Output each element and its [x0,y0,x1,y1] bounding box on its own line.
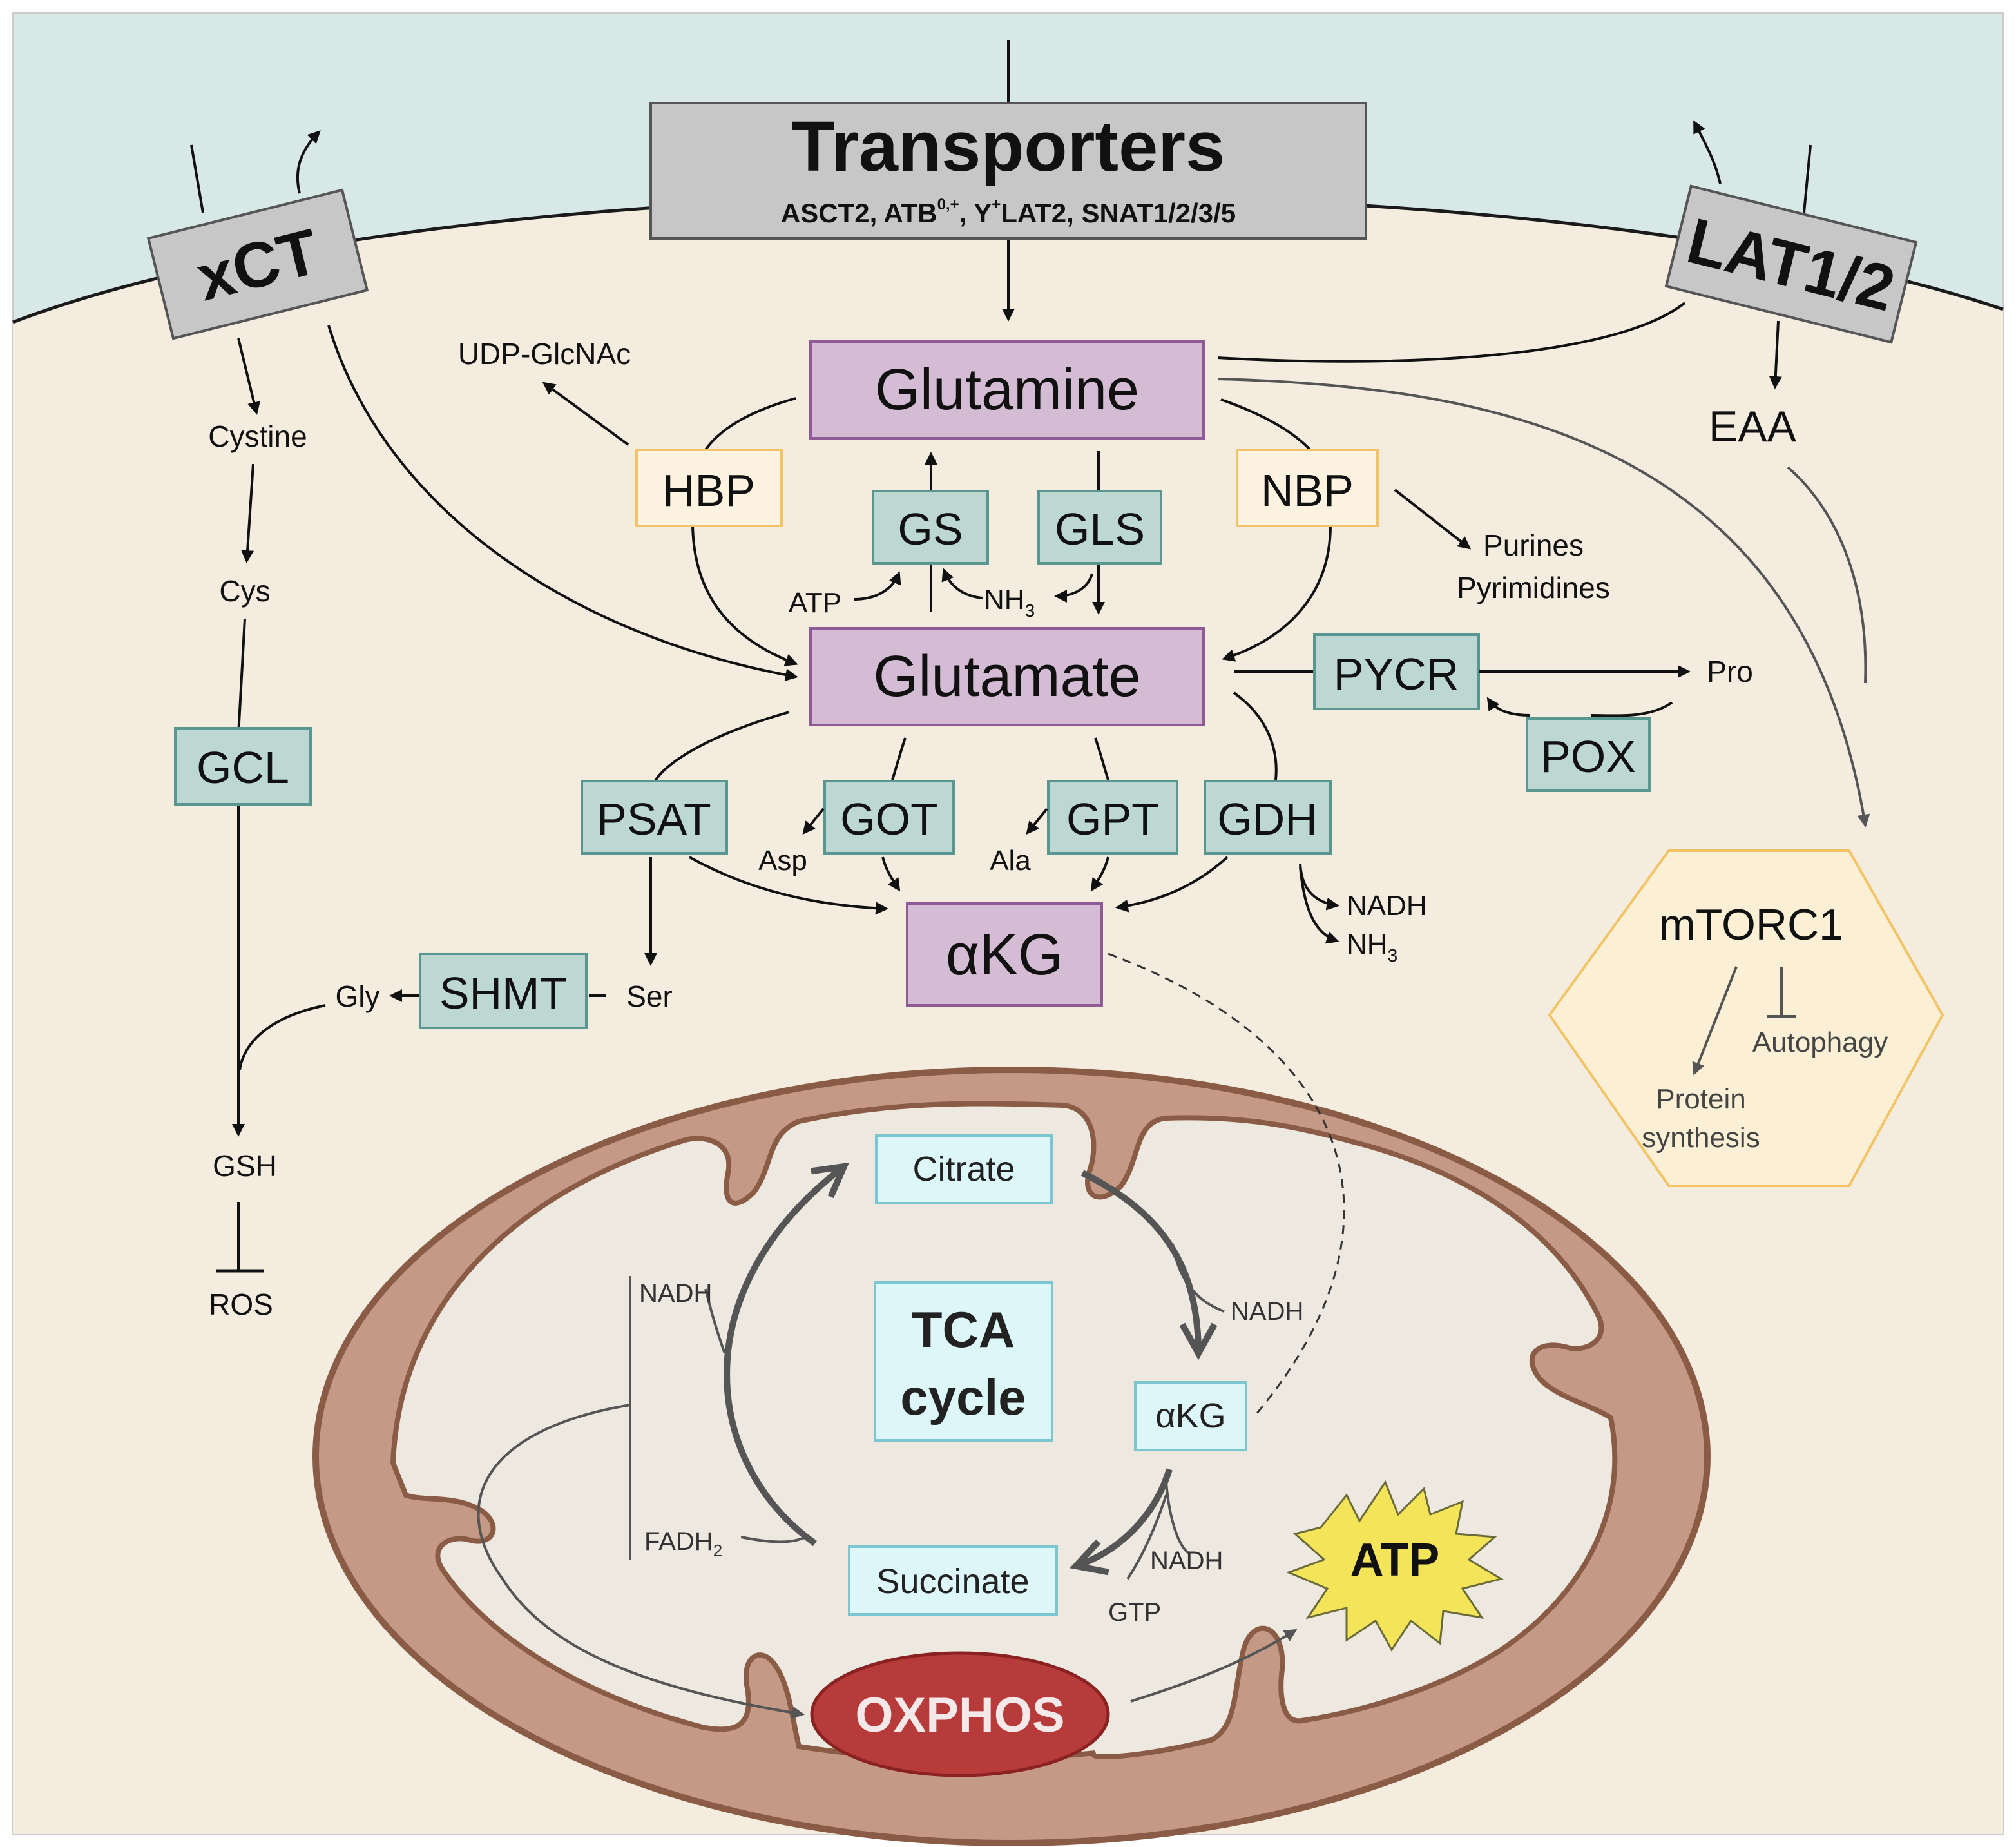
oxphos-ellipse [810,1651,1110,1777]
oxphos-label: OXPHOS [855,1688,1064,1743]
tca-nadh-left: NADH [639,1279,712,1308]
atp-cofactor-label: ATP [789,587,841,619]
ros-label: ROS [209,1288,273,1321]
gsh-label: GSH [213,1149,277,1183]
akg-cytosol-box [906,902,1103,1007]
psat-label: PSAT [597,794,711,844]
pycr-label: PYCR [1334,649,1459,699]
got-label: GOT [840,794,938,844]
tca-center-line2: cycle [900,1369,1026,1426]
gcl-enzyme [174,727,312,806]
eaa-label: EAA [1709,402,1797,451]
transporters-title: Transporters [792,107,1225,186]
cys-label: Cys [219,574,270,608]
gs-enzyme [872,490,989,565]
got-enzyme [823,780,955,855]
transporters-box [649,102,1367,240]
citrate-label: Citrate [912,1150,1015,1188]
asp-label: Asp [758,845,807,876]
transporters-members: ASCT2, ATB0,+, Y+LAT2, SNAT1/2/3/5 [781,196,1236,228]
nh3-gdh-label: NH3 [1347,929,1397,965]
gls-enzyme [1037,490,1162,565]
purines-label: Purines [1483,528,1584,562]
udp-glcnac-label: UDP-GlcNAc [458,337,631,371]
nbp-pathway-box [1236,449,1379,527]
atp-label: ATP [1350,1534,1440,1586]
lat-transporter [1664,184,1918,344]
glutamine-box [809,340,1205,440]
gdh-enzyme [1204,780,1332,855]
nbp-label: NBP [1261,465,1354,516]
tca-center-box [874,1281,1053,1442]
shmt-enzyme [419,953,588,1029]
atp-starburst [1285,1480,1504,1652]
tca-fadh2: FADH2 [644,1527,722,1560]
tca-gtp: GTP [1108,1598,1161,1627]
autophagy-label: Autophagy [1752,1027,1888,1058]
xct-transporter [146,188,369,340]
tca-nadh-right: NADH [1231,1297,1303,1326]
succinate-box [848,1545,1058,1616]
nh3-gs-label: NH3 [984,584,1035,621]
tca-center-line1: TCA [912,1301,1015,1358]
gpt-enzyme [1047,780,1178,855]
gdh-label: GDH [1217,794,1318,844]
nadh-gdh-label: NADH [1347,890,1427,922]
mtorc1-label: mTORC1 [1659,900,1843,949]
glutamate-box [809,627,1205,726]
citrate-box [875,1134,1053,1204]
psat-enzyme [581,780,728,855]
gs-label: GS [898,504,963,554]
hbp-label: HBP [662,465,755,516]
ser-label: Ser [626,980,673,1013]
akg-mito-box [1134,1381,1247,1451]
gpt-label: GPT [1066,794,1159,844]
akg-cytosol-label: αKG [946,923,1063,987]
protein-synthesis-line1: Protein [1656,1083,1745,1115]
pox-label: POX [1541,731,1636,782]
tca-nadh-lower: NADH [1150,1547,1223,1575]
mtorc1-hexagon [1548,849,1944,1187]
ala-label: Ala [990,845,1031,876]
shmt-label: SHMT [439,968,567,1018]
pox-enzyme [1526,717,1651,792]
pyrimidines-label: Pyrimidines [1457,571,1610,604]
pro-label: Pro [1707,655,1753,688]
hbp-pathway-box [635,449,783,527]
glutamate-label: Glutamate [873,644,1140,709]
succinate-label: Succinate [876,1562,1029,1601]
gly-label: Gly [336,980,380,1013]
gls-label: GLS [1055,504,1145,554]
glutamine-label: Glutamine [875,358,1139,422]
protein-synthesis-line2: synthesis [1642,1122,1760,1154]
gcl-label: GCL [197,742,289,793]
akg-mito-label: αKG [1155,1397,1225,1435]
cystine-label: Cystine [208,420,307,453]
